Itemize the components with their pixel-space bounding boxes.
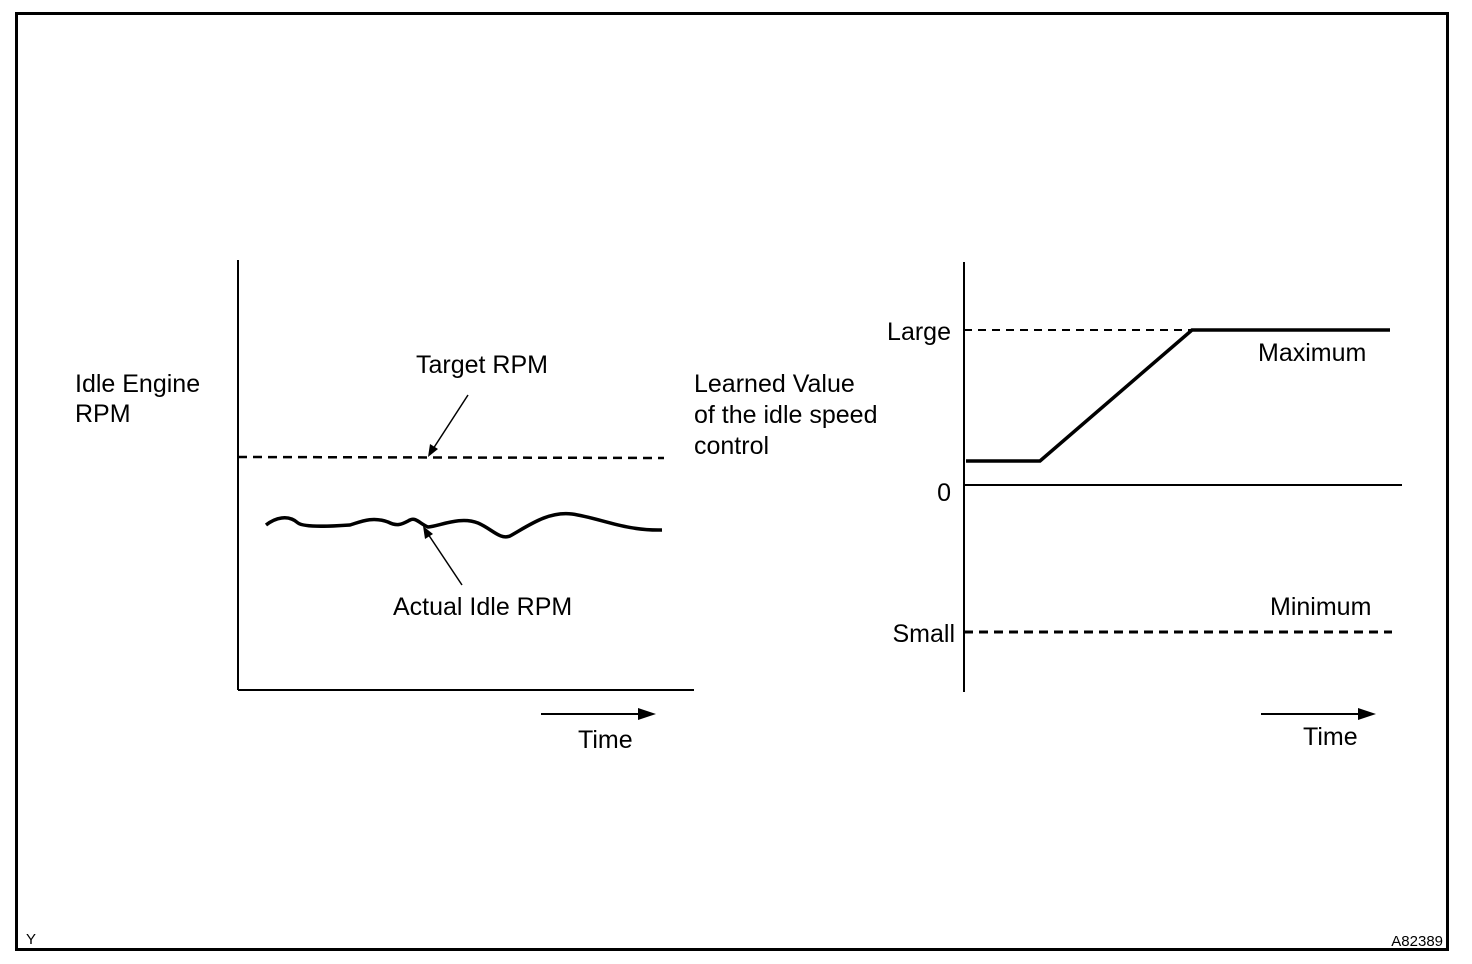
maximum-label: Maximum (1258, 339, 1366, 367)
right-y-axis-label-line2: of the idle speed (694, 401, 877, 429)
actual-idle-rpm-curve (264, 511, 663, 539)
actual-rpm-pointer (427, 533, 463, 586)
tick-small-label: Small (892, 620, 955, 648)
left-y-axis-label-line2: RPM (75, 400, 131, 428)
right-time-label: Time (1303, 723, 1358, 751)
figure-frame (15, 12, 1449, 951)
right-y-axis-label-line1: Learned Value (694, 370, 855, 398)
left-time-label: Time (578, 726, 633, 754)
corner-mark: Y (26, 931, 36, 948)
minimum-label: Minimum (1270, 593, 1371, 621)
right-time-arrow-head (1358, 708, 1376, 720)
target-rpm-pointer (432, 394, 469, 450)
left-y-axis-label-line1: Idle Engine (75, 370, 200, 398)
learned-value-trace (966, 328, 1390, 463)
target-rpm-label: Target RPM (416, 351, 548, 379)
left-time-arrow-head (638, 708, 656, 720)
figure-id: A82389 (1391, 933, 1443, 950)
right-y-axis-label-line3: control (694, 432, 769, 460)
actual-rpm-pointer-head (423, 526, 433, 539)
target-rpm-pointer-head (428, 444, 438, 457)
tick-zero-label: 0 (937, 479, 951, 507)
target-rpm-line (237, 455, 665, 460)
tick-large-label: Large (887, 318, 951, 346)
actual-idle-rpm-label: Actual Idle RPM (393, 593, 572, 621)
